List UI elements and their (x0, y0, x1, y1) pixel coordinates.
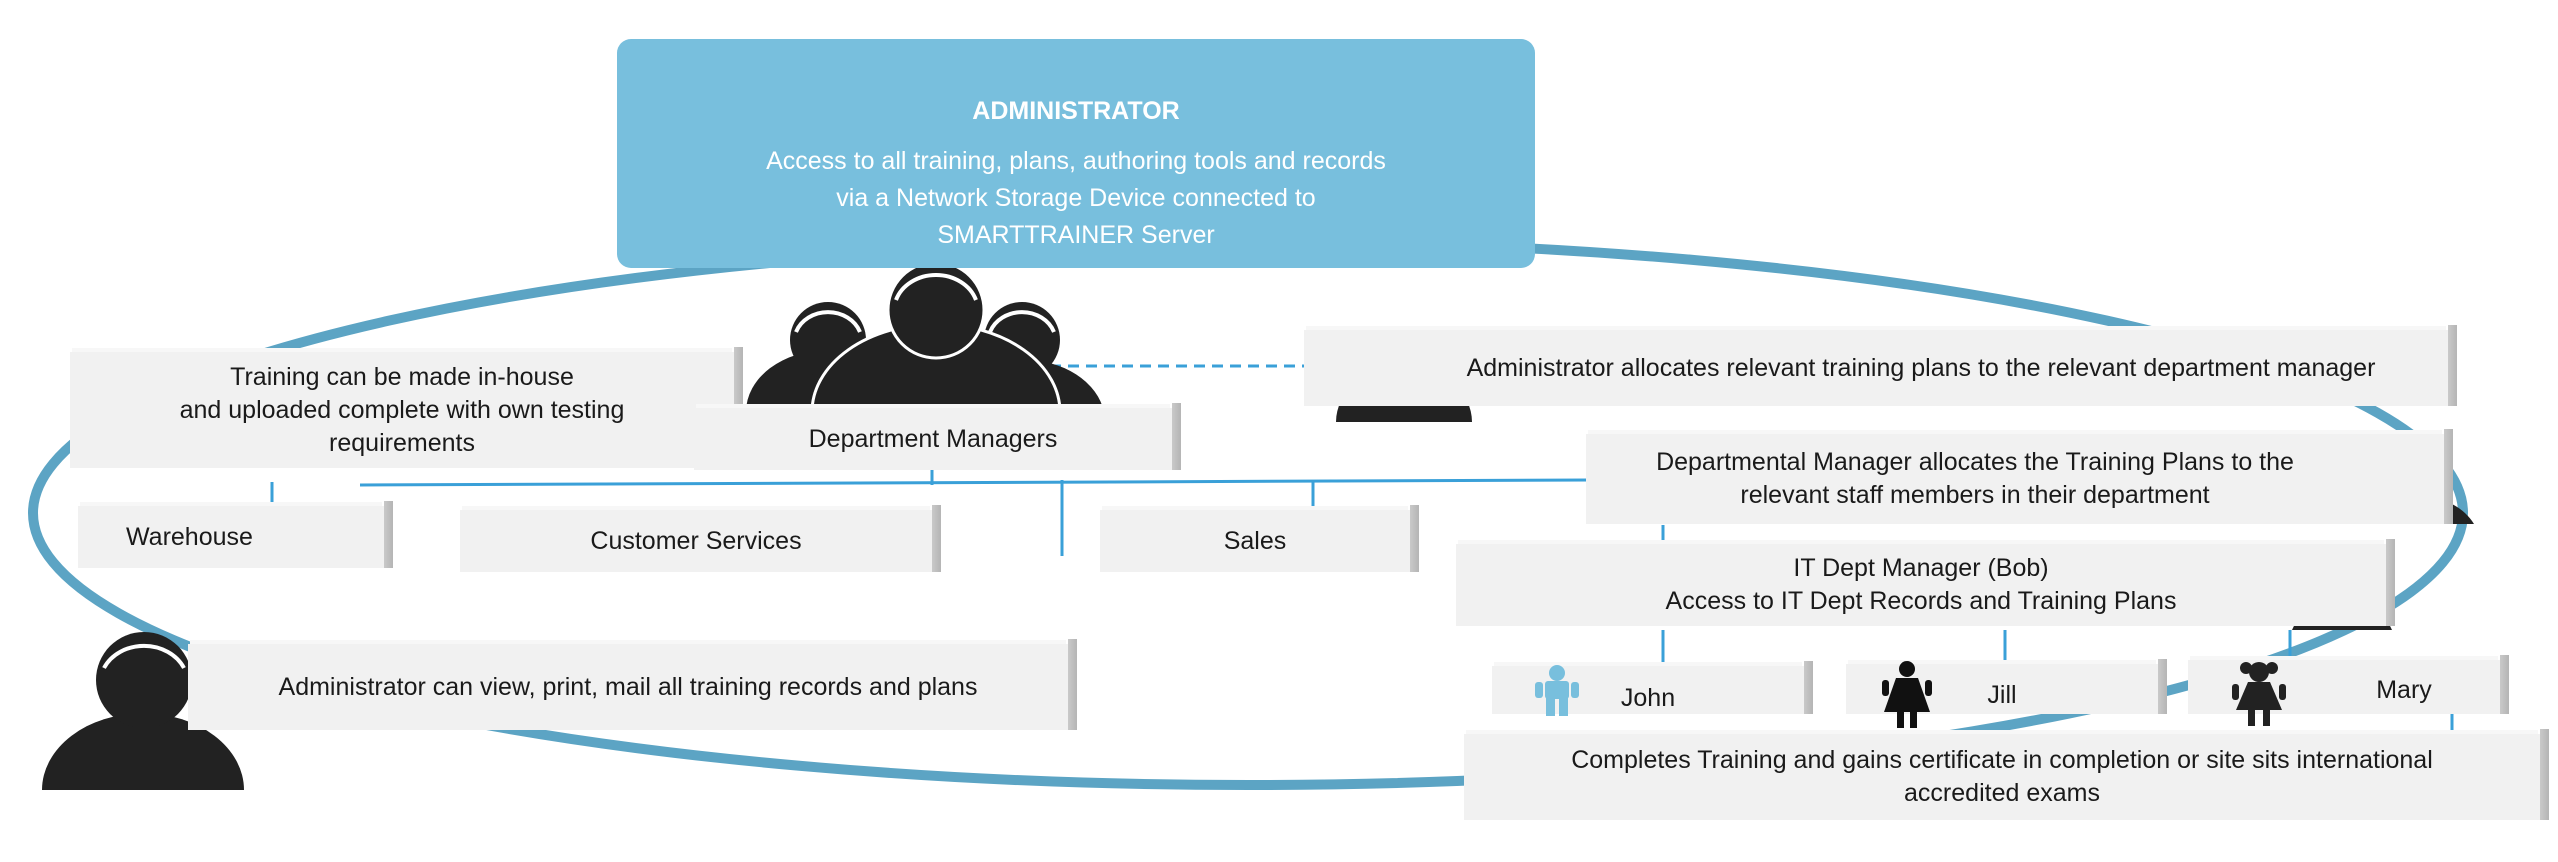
administrator-line-3: SMARTTRAINER Server (937, 221, 1215, 249)
administrator-box: ADMINISTRATOR Access to all training, pl… (617, 39, 1535, 268)
sales-box: Sales (1100, 505, 1419, 572)
it-manager-box: IT Dept Manager (Bob) Access to IT Dept … (1456, 539, 2395, 626)
warehouse-label: Warehouse (126, 522, 253, 551)
completes-line-1: Completes Training and gains certificate… (1571, 746, 2433, 774)
it-manager-line-1: IT Dept Manager (Bob) (1793, 554, 2049, 582)
completes-box: Completes Training and gains certificate… (1464, 729, 2549, 820)
department-managers-box: Department Managers (694, 403, 1181, 470)
administrator-person-icon (42, 632, 244, 790)
administrator-line-1: Access to all training, plans, authoring… (766, 147, 1386, 175)
warehouse-box: Warehouse (78, 501, 393, 568)
sales-label: Sales (1223, 526, 1287, 555)
dept-manager-allocates-line-1: Departmental Manager allocates the Train… (1656, 448, 2294, 476)
mary-label: Mary (2376, 675, 2432, 704)
it-manager-line-2: Access to IT Dept Records and Training P… (1665, 587, 2177, 615)
department-managers-group-icon (746, 260, 1104, 414)
connector-lines (270, 364, 2454, 730)
admin-view-text: Administrator can view, print, mail all … (278, 672, 978, 701)
customer-services-box: Customer Services (460, 505, 941, 572)
inhouse-training-box: Training can be made in-house and upload… (70, 347, 743, 468)
inhouse-line-2: and uploaded complete with own testing (179, 395, 625, 424)
admin-allocates-text: Administrator allocates relevant trainin… (1466, 353, 2376, 382)
john-label: John (1620, 683, 1676, 712)
admin-allocates-box: Administrator allocates relevant trainin… (1304, 325, 2457, 406)
mary-figure-icon (2232, 662, 2286, 726)
connector-trunk (359, 478, 1591, 487)
john-figure-icon (1535, 665, 1579, 716)
admin-view-box: Administrator can view, print, mail all … (188, 639, 1077, 730)
inhouse-line-3: requirements (329, 428, 475, 457)
completes-line-2: accredited exams (1904, 779, 2100, 807)
administrator-line-2: via a Network Storage Device connected t… (836, 184, 1316, 212)
administrator-title: ADMINISTRATOR (972, 97, 1180, 125)
dept-manager-allocates-box: Departmental Manager allocates the Train… (1586, 429, 2453, 524)
jill-figure-icon (1882, 661, 1932, 728)
customer-services-label: Customer Services (590, 526, 802, 555)
jill-label: Jill (1987, 680, 2017, 709)
department-managers-label: Department Managers (808, 424, 1058, 453)
dept-manager-allocates-line-2: relevant staff members in their departme… (1740, 481, 2210, 509)
john-box: John (1492, 661, 1813, 714)
inhouse-line-1: Training can be made in-house (230, 362, 574, 391)
